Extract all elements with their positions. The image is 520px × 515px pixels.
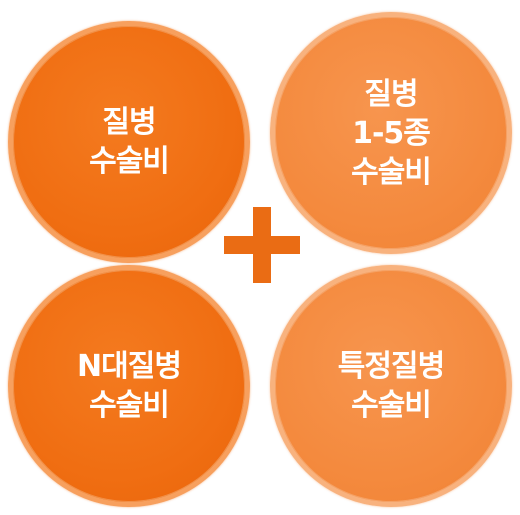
circle-label: N대질병 수술비: [77, 349, 182, 423]
circle-label: 질병 수술비: [89, 105, 170, 179]
plus-icon: [224, 207, 300, 283]
circle-label: 질병 1-5종 수술비: [351, 76, 432, 190]
plus-vertical-bar: [253, 207, 271, 283]
circle-specific-disease-surgery: 특정질병 수술비: [270, 265, 512, 507]
circle-label: 특정질병 수술비: [337, 349, 445, 423]
circle-disease-surgery: 질병 수술비: [8, 21, 250, 263]
circle-n-major-disease-surgery: N대질병 수술비: [8, 265, 250, 507]
circle-disease-1-5-grade-surgery: 질병 1-5종 수술비: [270, 12, 512, 254]
